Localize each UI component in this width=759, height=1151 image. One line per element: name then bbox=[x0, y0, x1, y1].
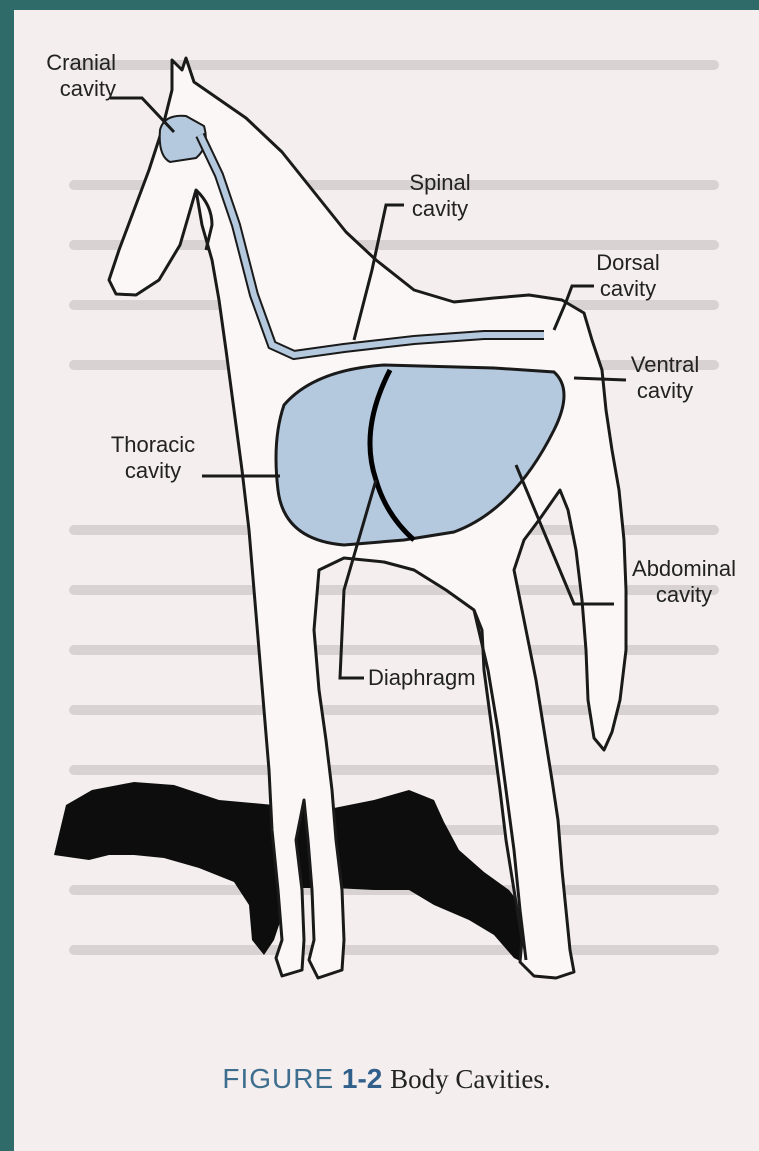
figure-caption: FIGURE 1-2 Body Cavities. bbox=[14, 1063, 759, 1095]
caption-figure-word: FIGURE bbox=[222, 1063, 334, 1094]
horse-diagram bbox=[14, 10, 759, 1050]
caption-title: Body Cavities. bbox=[390, 1064, 551, 1094]
label-thoracic-cavity: Thoracic cavity bbox=[110, 432, 196, 484]
label-abdominal-cavity: Abdominal cavity bbox=[624, 556, 744, 608]
label-diaphragm: Diaphragm bbox=[368, 665, 476, 691]
label-ventral-cavity: Ventral cavity bbox=[626, 352, 704, 404]
label-dorsal-cavity: Dorsal cavity bbox=[592, 250, 664, 302]
figure-page: Cranial cavity Spinal cavity Dorsal cavi… bbox=[14, 10, 759, 1151]
caption-figure-number: 1-2 bbox=[342, 1063, 382, 1094]
label-spinal-cavity: Spinal cavity bbox=[404, 170, 476, 222]
label-cranial-cavity: Cranial cavity bbox=[44, 50, 116, 102]
